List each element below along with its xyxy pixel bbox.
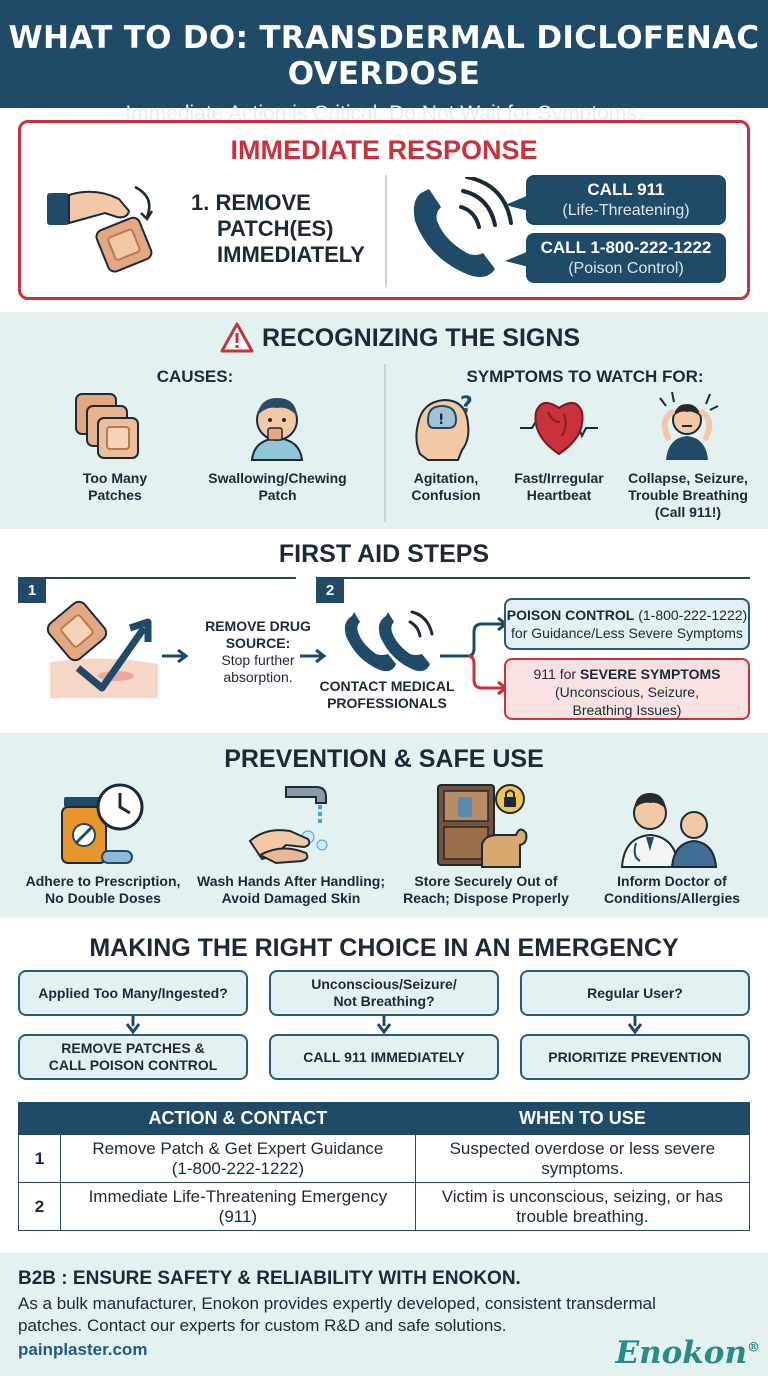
enokon-logo: Enokon® bbox=[615, 1335, 760, 1371]
prevention-section: PREVENTION & SAFE USE Adhere to Prescrip… bbox=[0, 733, 768, 918]
causes-title: CAUSES: bbox=[156, 367, 234, 386]
double-phone-icon bbox=[344, 610, 434, 672]
answer-call-911: CALL 911 IMMEDIATELY bbox=[269, 1034, 499, 1080]
table-header-action: ACTION & CONTACT bbox=[60, 1102, 416, 1135]
child-chewing-icon bbox=[250, 398, 304, 461]
svg-text:!: ! bbox=[438, 412, 444, 428]
signs-title: RECOGNIZING THE SIGNS bbox=[262, 324, 581, 352]
table-row: 2 Immediate Life-Threatening Emergency(9… bbox=[18, 1182, 751, 1231]
question-applied-too-many: Applied Too Many/Ingested? bbox=[18, 970, 248, 1016]
stacked-patches-icon bbox=[75, 393, 139, 459]
down-arrow-icon bbox=[125, 1016, 141, 1034]
header-banner: WHAT TO DO: TRANSDERMAL DICLOFENAC OVERD… bbox=[0, 0, 768, 125]
table-cell-num: 2 bbox=[18, 1182, 61, 1231]
poison-control-option: POISON CONTROL (1-800-222-1222) for Guid… bbox=[504, 598, 750, 650]
heart-rhythm-icon bbox=[520, 401, 598, 456]
immediate-response-panel: IMMEDIATE RESPONSE 1. REMOVE PATCH(ES) I… bbox=[18, 120, 750, 300]
website-link[interactable]: painplaster.com bbox=[18, 1340, 148, 1359]
page-subtitle: Immediate Action is Critical. Do Not Wai… bbox=[125, 102, 643, 125]
answer-prioritize-prevention: PRIORITIZE PREVENTION bbox=[520, 1034, 750, 1080]
footer-b2b: B2B : ENSURE SAFETY & RELIABILITY WITH E… bbox=[0, 1253, 768, 1376]
table-header-row: ACTION & CONTACT WHEN TO USE bbox=[18, 1102, 751, 1135]
answer-remove-call-poison: REMOVE PATCHES &CALL POISON CONTROL bbox=[18, 1034, 248, 1080]
patch-removal-arrow-icon bbox=[46, 600, 158, 698]
pill-bottle-clock-icon bbox=[61, 783, 144, 864]
table-cell-num: 1 bbox=[18, 1134, 61, 1183]
remove-patch-step: 1. REMOVE PATCH(ES) IMMEDIATELY bbox=[191, 190, 365, 267]
doctor-patient-icon bbox=[620, 793, 718, 868]
cause-too-many-patches: Too Many Patches bbox=[82, 470, 148, 503]
severe-911-option: 911 for SEVERE SYMPTOMS (Unconscious, Se… bbox=[504, 658, 750, 720]
action-table: ACTION & CONTACT WHEN TO USE 1 Remove Pa… bbox=[18, 1102, 751, 1231]
bubble-tail-icon bbox=[505, 251, 529, 267]
question-unconscious: Unconscious/Seizure/Not Breathing? bbox=[269, 970, 499, 1016]
flow-arrow-icon bbox=[162, 648, 189, 664]
step-1-badge: 1 bbox=[18, 579, 46, 603]
table-cell-action: Immediate Life-Threatening Emergency(911… bbox=[60, 1182, 416, 1231]
svg-text:?: ? bbox=[460, 393, 473, 418]
call-poison-bubble: CALL 1-800-222-1222(Poison Control) bbox=[526, 233, 726, 283]
call-911-bubble: CALL 911(Life-Threatening) bbox=[526, 175, 726, 225]
branch-arrows-icon bbox=[440, 616, 509, 696]
symptom-agitation: Agitation,Confusion bbox=[411, 470, 481, 503]
tip-wash-hands: Wash Hands After Handling;Avoid Damaged … bbox=[197, 873, 385, 906]
locked-cabinet-dog-icon bbox=[437, 784, 528, 868]
tip-adhere-prescription: Adhere to Prescription,No Double Doses bbox=[25, 873, 181, 906]
footer-body: As a bulk manufacturer, Enokon provides … bbox=[18, 1294, 656, 1335]
table-header-num bbox=[18, 1102, 61, 1135]
step2-rule bbox=[316, 577, 750, 579]
step1-rule bbox=[18, 577, 296, 579]
warning-icon bbox=[220, 322, 254, 353]
bubble-tail-icon bbox=[505, 195, 529, 211]
confused-head-icon: ! ? bbox=[415, 393, 473, 461]
table-row: 1 Remove Patch & Get Expert Guidance(1-8… bbox=[18, 1134, 751, 1183]
washing-hands-icon bbox=[248, 786, 328, 865]
choice-title: MAKING THE RIGHT CHOICE IN AN EMERGENCY bbox=[89, 934, 679, 962]
hand-removing-patch-icon bbox=[47, 185, 154, 273]
cause-swallowing-patch: Swallowing/Chewing Patch bbox=[208, 470, 347, 503]
down-arrow-icon bbox=[627, 1016, 643, 1034]
table-cell-action: Remove Patch & Get Expert Guidance(1-800… bbox=[60, 1134, 416, 1183]
signs-divider bbox=[384, 364, 386, 522]
page-title: WHAT TO DO: TRANSDERMAL DICLOFENAC OVERD… bbox=[8, 20, 760, 92]
distressed-person-icon bbox=[659, 391, 719, 460]
response-divider bbox=[385, 175, 387, 287]
prevention-title: PREVENTION & SAFE USE bbox=[224, 745, 544, 773]
symptom-collapse: Collapse, Seizure,Trouble Breathing(Call… bbox=[628, 470, 748, 520]
footer-title: B2B : ENSURE SAFETY & RELIABILITY WITH E… bbox=[18, 1268, 521, 1289]
table-header-when: WHEN TO USE bbox=[414, 1102, 751, 1135]
immediate-response-title: IMMEDIATE RESPONSE bbox=[230, 135, 538, 165]
symptoms-title: SYMPTOMS TO WATCH FOR: bbox=[466, 367, 704, 386]
signs-section: RECOGNIZING THE SIGNS CAUSES: SYMPTOMS T… bbox=[0, 312, 768, 529]
first-aid-title: FIRST AID STEPS bbox=[278, 540, 490, 568]
phone-icon bbox=[413, 177, 513, 277]
question-regular-user: Regular User? bbox=[520, 970, 750, 1016]
step-2-badge: 2 bbox=[316, 579, 344, 603]
flow-arrow-icon bbox=[300, 648, 327, 664]
down-arrow-icon bbox=[376, 1016, 392, 1034]
